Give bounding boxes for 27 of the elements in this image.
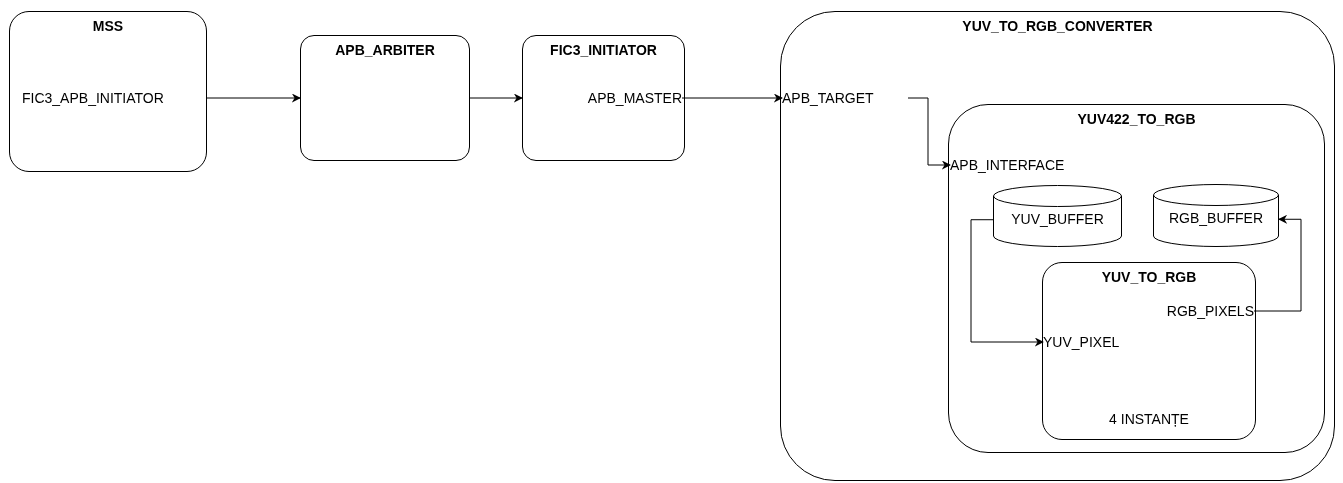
- module-box: [522, 35, 685, 161]
- connector-arrow: [907, 97, 951, 170]
- module-title: YUV_TO_RGB_CONVERTER: [961, 18, 1154, 34]
- port-label: APB_TARGET: [782, 89, 906, 107]
- connector-arrow: [681, 93, 783, 103]
- module-title: MSS: [91, 18, 125, 34]
- buffer-label: YUV_BUFFER: [1010, 211, 1105, 227]
- port-label: YUV_PIXEL: [1043, 333, 1153, 351]
- module-title: FIC3_INITIATOR: [549, 42, 658, 58]
- port-label: APB_MASTER: [530, 89, 682, 107]
- module-title: APB_ARBITER: [334, 42, 436, 58]
- module-box: [300, 35, 470, 161]
- module-title: YUV422_TO_RGB: [1076, 111, 1197, 127]
- module-box: [1042, 262, 1256, 440]
- port-label: APB_INTERFACE: [950, 156, 1100, 174]
- module-title: YUV_TO_RGB: [1100, 269, 1198, 285]
- connector-arrow: [469, 93, 523, 103]
- module-note: 4 INSTANȚE: [1108, 411, 1190, 427]
- connector-arrow: [1253, 214, 1302, 312]
- port-label: RGB_PIXELS: [1130, 302, 1254, 320]
- module-box: [780, 11, 1335, 481]
- connector-arrow: [970, 219, 1044, 347]
- connector-arrow: [205, 93, 301, 103]
- port-label: FIC3_APB_INITIATOR: [22, 89, 206, 107]
- module-box: [9, 11, 207, 172]
- module-box: [948, 104, 1325, 453]
- buffer-label: RGB_BUFFER: [1167, 210, 1265, 226]
